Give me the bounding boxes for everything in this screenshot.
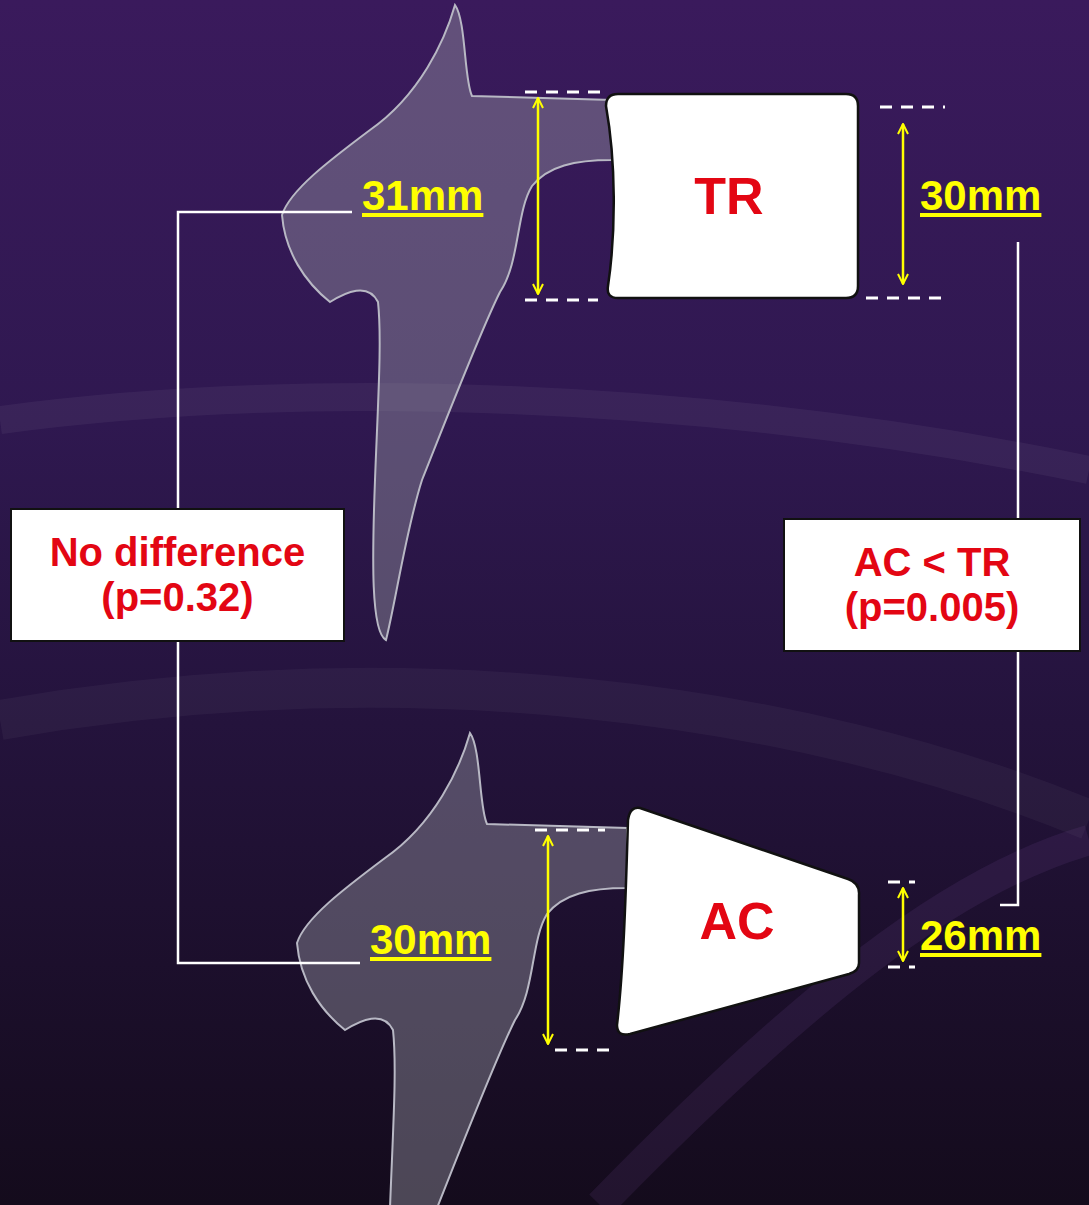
body-label: AC [699,892,774,950]
dimension-label: 26mm [920,912,1041,960]
comparison-bracket [178,642,360,963]
result-box: No difference (p=0.32) [10,508,345,642]
dimension-extension [866,297,945,300]
dimension-extension [888,966,915,969]
dimension-extension [535,829,605,832]
comparison-bracket [1000,652,1018,905]
dimension-extension [880,106,945,109]
dimension-arrow [547,836,550,1044]
dimension-label: 30mm [370,916,491,964]
dimension-extension [888,881,915,884]
text-group: No difference (p=0.32) [33,530,323,620]
dimension-arrow [902,124,905,284]
dimension-extension [555,1049,615,1052]
text-group: AC [699,892,774,950]
dimension-arrow [537,98,540,294]
text-group: TR [694,167,763,225]
comparison-bracket [178,212,352,508]
vertebral-body: AC [612,805,862,1037]
result-text: No difference (p=0.32) [33,530,323,620]
dimension-extension [525,299,598,302]
result-text: AC < TR (p=0.005) [801,540,1063,630]
background-swoosh [0,397,1089,470]
body-label: TR [694,167,763,225]
vertebral-body: TR [598,92,860,300]
body-outline-path [617,808,859,1035]
dimension-label: 30mm [920,172,1041,220]
comparison-bracket [1017,242,1020,518]
text-group: AC < TR (p=0.005) [801,540,1063,630]
body-outline-path [606,94,858,298]
background-swoosh [0,688,1089,820]
dimension-label: 31mm [362,172,483,220]
dimension-extension [525,91,600,94]
result-box: AC < TR (p=0.005) [783,518,1081,652]
vertebra-posterior [297,733,627,1205]
dimension-arrow [902,888,905,961]
